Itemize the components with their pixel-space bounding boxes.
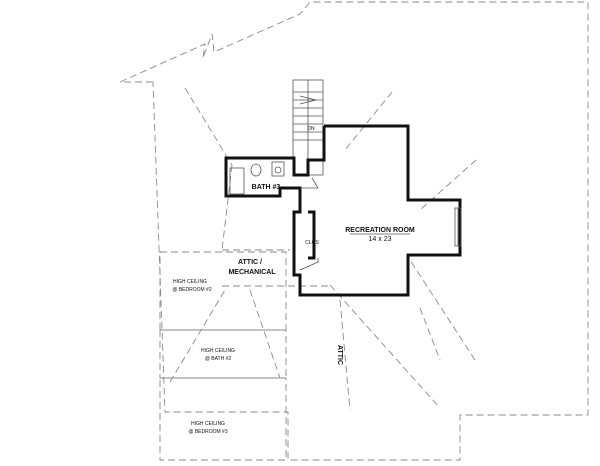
bath3-label: BATH #3 (252, 184, 281, 191)
attic-mechanical-line1: ATTIC / (238, 259, 262, 266)
hc-bath2-line2: @ BATH #2 (205, 356, 232, 362)
exterior-outline (119, 1, 589, 461)
main-walls (224, 124, 462, 297)
bath-fixtures (229, 161, 285, 195)
hc-bedroom3-line2: @ BEDROOM #3 (188, 429, 227, 435)
windows (454, 207, 462, 247)
high-ceiling-zones (159, 249, 330, 461)
recreation-room-size: 14 x 23 (369, 236, 392, 243)
hc-bedroom3-line1: HIGH CEILING (191, 421, 225, 427)
closet-label: CLOS (305, 240, 319, 246)
hc-bath2-line1: HIGH CEILING (201, 348, 235, 354)
attic-mechanical-line2: MECHANICAL (228, 269, 276, 276)
recreation-room-label: RECREATION ROOM (345, 227, 415, 234)
roof-hip-lines (169, 87, 477, 411)
attic-right-label: ATTIC (336, 345, 343, 365)
hc-bedroom2-line2: @ BEDROOM #2 (172, 287, 211, 293)
hc-bedroom2-line1: HIGH CEILING (173, 279, 207, 285)
stair-label: DN (307, 126, 315, 132)
